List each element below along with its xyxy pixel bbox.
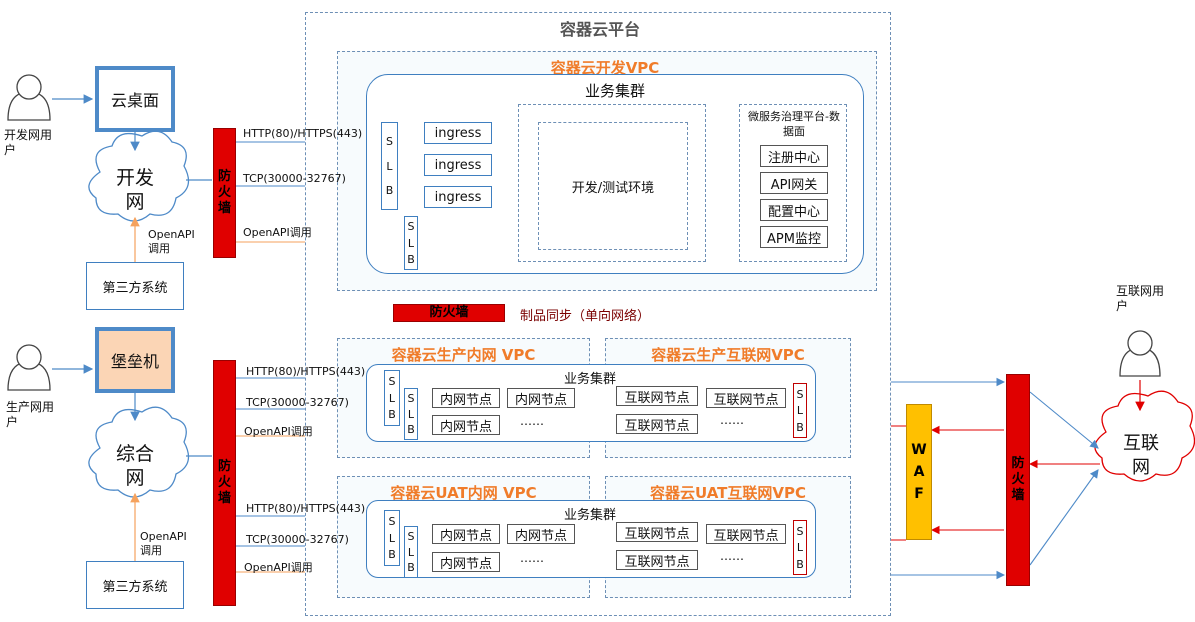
- uat-inet-node-3: 互联网节点: [616, 550, 698, 570]
- dev-openapi-call-label: OpenAPI调用: [148, 228, 195, 255]
- dev-net-label: 开发网: [115, 167, 154, 213]
- uat-intranet-vpc-title: 容器云UAT内网 VPC: [390, 484, 537, 502]
- internet-user-icon: [1119, 330, 1161, 377]
- prod-cluster-title: 业务集群: [563, 372, 616, 387]
- governance-title: 微服务治理平台-数据面: [748, 110, 840, 138]
- uat-intra-node-2: 内网节点: [507, 524, 575, 544]
- dev-tcp-label: TCP(30000-32767): [243, 172, 346, 185]
- uat-inet-node-2: 互联网节点: [706, 524, 786, 544]
- dev-http-label: HTTP(80)/HTTPS(443): [243, 127, 363, 140]
- dev-openapi-label: OpenAPI调用: [243, 226, 312, 239]
- uat-inet-node-1: 互联网节点: [616, 522, 698, 542]
- prod-inet-node-2: 互联网节点: [706, 388, 786, 408]
- bastion-host: 堡垒机: [95, 327, 175, 393]
- sync-label: 制品同步（单向网络）: [520, 309, 651, 324]
- prod-inet-node-3: 互联网节点: [616, 414, 698, 434]
- ingress-1: ingress: [424, 122, 492, 144]
- uat-http-label: HTTP(80)/HTTPS(443): [246, 502, 366, 515]
- prod-http-label: HTTP(80)/HTTPS(443): [246, 365, 366, 378]
- ingress-2: ingress: [424, 154, 492, 176]
- internet-cloud-icon: [1094, 390, 1195, 482]
- prod-intra-node-2: 内网节点: [507, 388, 575, 408]
- prod-intranet-vpc-title: 容器云生产内网 VPC: [391, 346, 536, 364]
- uat-openapi-label: OpenAPI调用: [244, 561, 313, 574]
- prod-openapi-call-label: OpenAPI调用: [140, 530, 187, 557]
- uat-intra-node-3: 内网节点: [432, 552, 500, 572]
- prod-user-label: 生产网用户: [6, 400, 55, 429]
- uat-cluster-title: 业务集群: [563, 508, 616, 523]
- api-gateway: API网关: [760, 172, 828, 194]
- dev-firewall: 防火墙: [213, 128, 236, 258]
- prod-intra-ellipsis: ……: [520, 414, 544, 428]
- dev-user-label: 开发网用户: [4, 128, 53, 157]
- uat-inet-ellipsis: ……: [720, 549, 744, 563]
- prod-intra-node-3: 内网节点: [432, 415, 500, 435]
- dev-user-icon: [7, 74, 51, 121]
- uat-internet-vpc-title: 容器云UAT互联网VPC: [649, 484, 806, 502]
- sync-firewall: 防火墙: [393, 304, 505, 322]
- internet-label: 互联网: [1123, 433, 1159, 478]
- cloud-desktop: 云桌面: [95, 66, 175, 132]
- uat-intra-ellipsis: ……: [520, 551, 544, 565]
- prod-firewall: 防火墙: [213, 360, 236, 606]
- integrated-net-cloud-icon: [88, 406, 190, 498]
- prod-inet-node-1: 互联网节点: [616, 386, 698, 406]
- dev-vpc-title: 容器云开发VPC: [550, 59, 660, 77]
- ingress-3: ingress: [424, 186, 492, 208]
- internet-firewall: 防火墙: [1006, 374, 1030, 586]
- prod-third-party-system: 第三方系统: [86, 561, 184, 609]
- config-center: 配置中心: [760, 199, 828, 221]
- prod-internet-vpc-title: 容器云生产互联网VPC: [651, 346, 805, 364]
- platform-title: 容器云平台: [559, 20, 640, 39]
- dev-third-party-system: 第三方系统: [86, 262, 184, 310]
- internet-user-label: 互联网用户: [1116, 284, 1165, 313]
- prod-intra-node-1: 内网节点: [432, 388, 500, 408]
- prod-user-icon: [7, 344, 51, 391]
- uat-intra-node-1: 内网节点: [432, 524, 500, 544]
- integrated-net-label: 综合网: [115, 443, 154, 489]
- prod-inet-ellipsis: ……: [720, 413, 744, 427]
- prod-tcp-label: TCP(30000-32767): [246, 396, 349, 409]
- dev-net-cloud-icon: [88, 130, 190, 222]
- registry-center: 注册中心: [760, 145, 828, 167]
- dev-env-outer: [518, 104, 706, 262]
- prod-openapi-label: OpenAPI调用: [244, 425, 313, 438]
- apm-monitor: APM监控: [760, 226, 828, 248]
- uat-tcp-label: TCP(30000-32767): [246, 533, 349, 546]
- dev-cluster-title: 业务集群: [584, 82, 645, 100]
- dev-test-env: 开发/测试环境: [538, 122, 688, 250]
